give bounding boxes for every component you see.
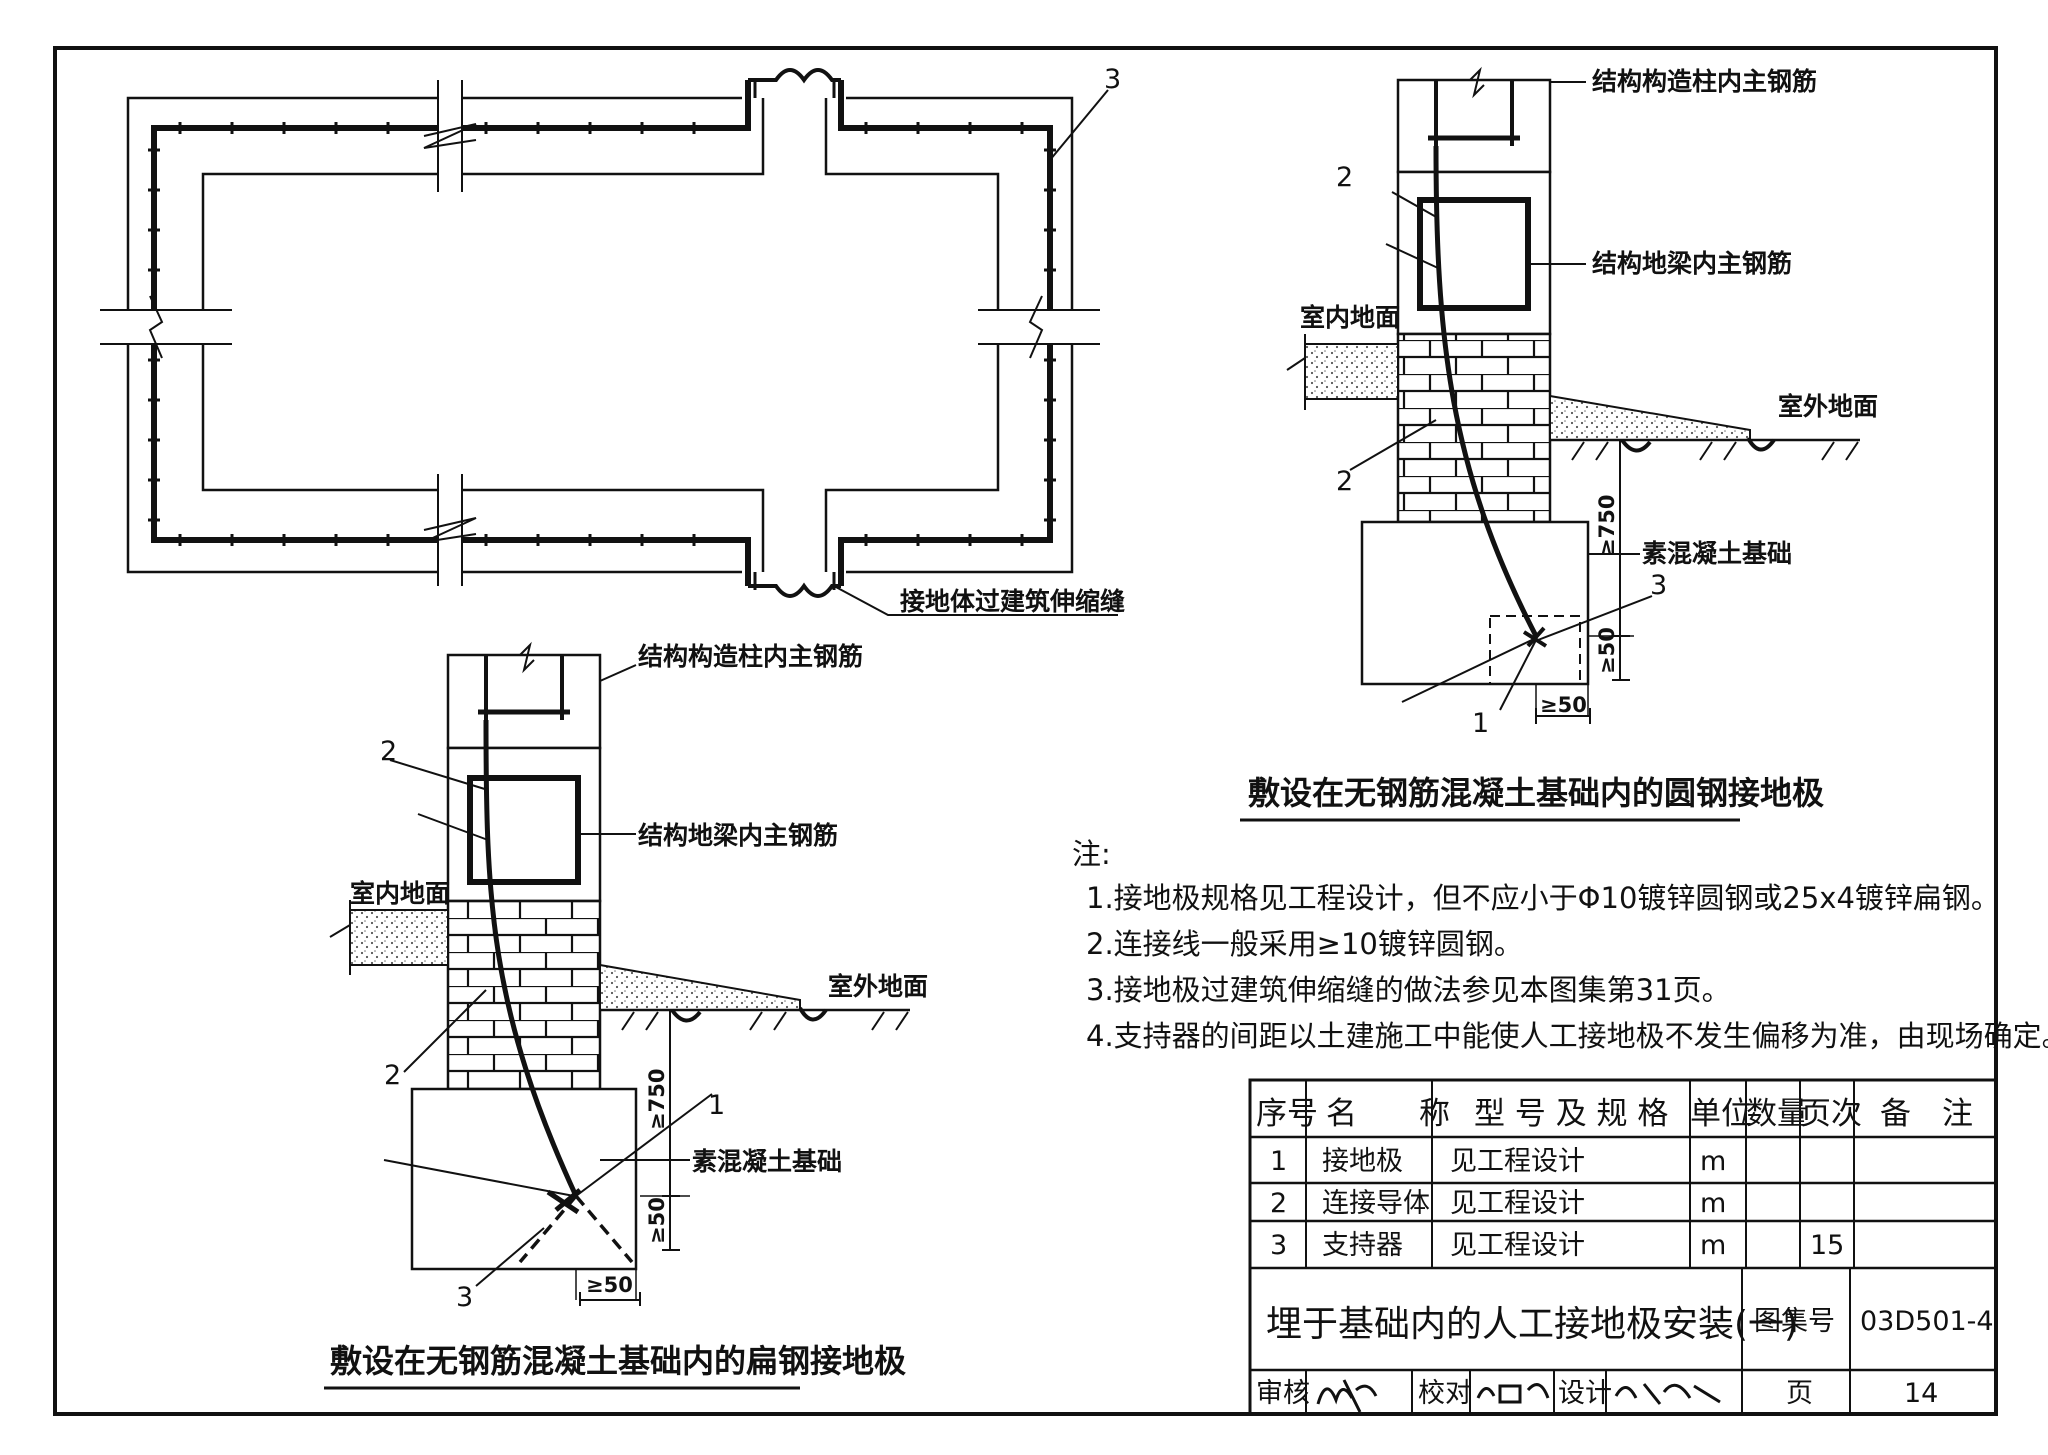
- table-row-1-spec: 见工程设计: [1450, 1146, 1585, 1177]
- flat-indoor-floor-label: 室内地面: [350, 879, 450, 908]
- notes-heading: 注:: [1072, 837, 1111, 871]
- materials-table: [1248, 1078, 1998, 1416]
- page-number: 14: [1904, 1378, 1938, 1409]
- flat-dim-50h: ≥50: [586, 1273, 633, 1297]
- round-callout-2a: 2: [1336, 162, 1353, 193]
- flat-foundation-label: 素混凝土基础: [692, 1147, 842, 1176]
- table-header-unit: 单位: [1690, 1096, 1752, 1132]
- checker-signature: [1476, 1383, 1550, 1404]
- table-header-spec: 型 号 及 规 格: [1474, 1096, 1668, 1132]
- table-row-2-name: 连接导体: [1322, 1188, 1430, 1219]
- note-3: 3.接地极过建筑伸缩缝的做法参见本图集第31页。: [1086, 973, 1731, 1007]
- flat-callout-3: 3: [456, 1282, 473, 1313]
- round-callout-1: 1: [1472, 708, 1489, 739]
- round-column-rebar-label: 结构构造柱内主钢筋: [1592, 67, 1817, 96]
- detail-flat-steel: [329, 641, 910, 1306]
- table-row-2-unit: m: [1700, 1188, 1726, 1219]
- round-dim-50h: ≥50: [1540, 693, 1587, 717]
- note-1: 1.接地极规格见工程设计，但不应小于Φ10镀锌圆钢或25x4镀锌扁钢。: [1086, 881, 2000, 915]
- flat-beam-rebar-label: 结构地梁内主钢筋: [638, 821, 838, 850]
- review-label: 审核: [1256, 1378, 1310, 1409]
- note-4: 4.支持器的间距以土建施工中能使人工接地极不发生偏移为准，由现场确定。: [1086, 1019, 2048, 1053]
- table-row-3-name: 支持器: [1322, 1230, 1403, 1261]
- page-label: 页: [1786, 1378, 1813, 1409]
- flat-callout-2a: 2: [380, 736, 397, 767]
- flat-dim-50v: ≥50: [645, 1197, 669, 1244]
- drawing-title: 埋于基础内的人工接地极安装(一): [1266, 1304, 1798, 1345]
- round-foundation-label: 素混凝土基础: [1642, 539, 1792, 568]
- flat-dim-750: ≥750: [645, 1069, 669, 1130]
- round-callout-2b: 2: [1336, 466, 1353, 497]
- flat-callout-2b: 2: [384, 1060, 401, 1091]
- table-row-3-spec: 见工程设计: [1450, 1230, 1585, 1261]
- reviewer-signature: [1316, 1379, 1378, 1413]
- flat-callout-1: 1: [708, 1090, 725, 1121]
- table-row-1-name: 接地极: [1322, 1146, 1403, 1177]
- round-callout-3: 3: [1650, 570, 1667, 601]
- round-dim-50v: ≥50: [1595, 627, 1619, 674]
- table-row-1-unit: m: [1700, 1146, 1726, 1177]
- plan-expansion-joint-label: 接地体过建筑伸缩缝: [900, 587, 1125, 616]
- table-header-index: 序号: [1256, 1096, 1318, 1132]
- round-caption: 敷设在无钢筋混凝土基础内的圆钢接地极: [1248, 774, 1824, 812]
- table-header-name: 名 称: [1326, 1096, 1450, 1132]
- table-header-remarks: 备 注: [1880, 1096, 1973, 1132]
- round-indoor-floor-label: 室内地面: [1300, 303, 1400, 332]
- plan-callout-3: 3: [1104, 64, 1121, 95]
- table-row-2-spec: 见工程设计: [1450, 1188, 1585, 1219]
- round-beam-rebar-label: 结构地梁内主钢筋: [1592, 249, 1792, 278]
- plan-view: [100, 68, 1118, 616]
- flat-caption: 敷设在无钢筋混凝土基础内的扁钢接地极: [330, 1342, 906, 1380]
- round-dim-750: ≥750: [1595, 495, 1619, 556]
- detail-round-steel: [1286, 66, 1860, 724]
- note-2: 2.连接线一般采用≥10镀锌圆钢。: [1086, 927, 1523, 961]
- flat-column-rebar-label: 结构构造柱内主钢筋: [638, 642, 863, 671]
- sheet-border: [53, 46, 1998, 1416]
- table-row-3-page: 15: [1810, 1230, 1844, 1261]
- table-row-2-index: 2: [1270, 1188, 1287, 1219]
- flat-outdoor-ground-label: 室外地面: [828, 972, 928, 1001]
- atlas-label: 图集号: [1754, 1306, 1835, 1337]
- table-row-1-index: 1: [1270, 1146, 1287, 1177]
- atlas-number: 03D501-4: [1860, 1306, 1994, 1337]
- table-row-3-index: 3: [1270, 1230, 1287, 1261]
- table-header-qty: 数量: [1746, 1096, 1808, 1132]
- table-header-page: 页次: [1800, 1096, 1862, 1132]
- check-label: 校对: [1418, 1378, 1472, 1409]
- design-label: 设计: [1558, 1378, 1612, 1409]
- round-outdoor-ground-label: 室外地面: [1778, 392, 1878, 421]
- table-row-3-unit: m: [1700, 1230, 1726, 1261]
- designer-signature: [1614, 1383, 1721, 1405]
